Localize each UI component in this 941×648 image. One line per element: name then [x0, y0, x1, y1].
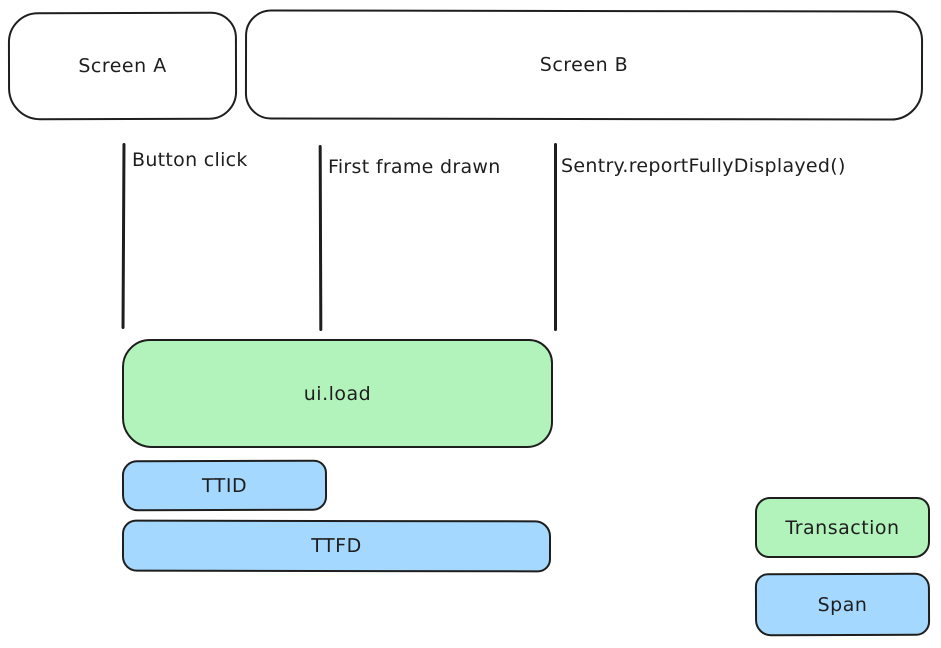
legend-transaction-label: Transaction	[785, 516, 900, 539]
screen-a-label: Screen A	[78, 54, 167, 78]
bar-ui-load-transaction: ui.load	[122, 339, 553, 448]
screen-a-box: Screen A	[7, 11, 238, 121]
bar-ttfd-span: TTFD	[121, 519, 552, 573]
marker-label-report-fully-displayed: Sentry.reportFullyDisplayed()	[561, 155, 846, 177]
bar-ttid-label: TTID	[201, 474, 248, 497]
marker-label-button-click: Button click	[132, 149, 248, 171]
marker-line-button-click	[121, 142, 126, 330]
marker-line-first-frame-drawn	[318, 144, 323, 332]
legend-span-label: Span	[817, 593, 868, 616]
bar-ttid-span: TTID	[121, 459, 328, 512]
bar-ui-load-label: ui.load	[303, 382, 372, 405]
legend-transaction: Transaction	[755, 497, 930, 558]
marker-line-report-fully-displayed	[554, 143, 557, 331]
bar-ttfd-label: TTFD	[311, 534, 362, 558]
screen-b-label: Screen B	[539, 53, 629, 77]
screen-b-box: Screen B	[244, 9, 924, 121]
legend-span: Span	[754, 572, 931, 637]
marker-label-first-frame-drawn: First frame drawn	[328, 156, 501, 178]
